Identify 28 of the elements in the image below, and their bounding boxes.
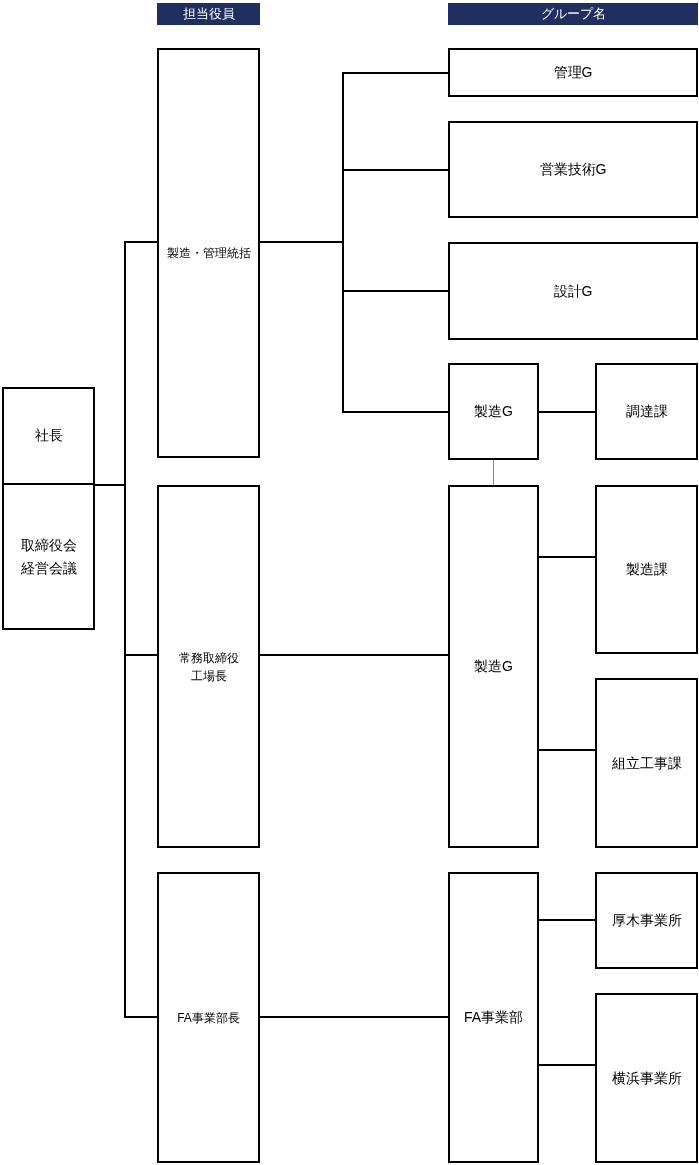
org-box: 製造G bbox=[448, 363, 539, 460]
org-box: FA事業部長 bbox=[157, 872, 260, 1163]
connector-line bbox=[538, 556, 596, 558]
box-label: 社長 bbox=[34, 427, 63, 445]
org-box: 管理G bbox=[448, 48, 698, 97]
org-box: 常務取締役工場長 bbox=[157, 485, 260, 848]
connector-line bbox=[259, 1016, 449, 1018]
box-label: 取締役会経営会議 bbox=[20, 536, 77, 578]
org-box: 厚木事業所 bbox=[595, 872, 698, 969]
header-band: グループ名 bbox=[448, 3, 698, 25]
org-box: 設計G bbox=[448, 242, 698, 340]
header-band: 担当役員 bbox=[157, 3, 260, 25]
connector-line bbox=[259, 654, 449, 656]
org-box bbox=[2, 387, 95, 630]
connector-line bbox=[493, 459, 494, 486]
org-box: 調達課 bbox=[595, 363, 698, 460]
org-box: 営業技術G bbox=[448, 121, 698, 218]
org-box: FA事業部 bbox=[448, 872, 539, 1163]
org-box: 製造・管理統括 bbox=[157, 48, 260, 458]
org-box: 横浜事業所 bbox=[595, 993, 698, 1163]
connector-line bbox=[538, 749, 596, 751]
org-box: 製造G bbox=[448, 485, 539, 848]
org-box: 製造課 bbox=[595, 485, 698, 654]
connector-line bbox=[538, 411, 596, 413]
connector-line bbox=[538, 1064, 596, 1066]
connector-line bbox=[259, 241, 449, 413]
connector-line bbox=[538, 919, 596, 921]
org-box: 組立工事課 bbox=[595, 678, 698, 848]
